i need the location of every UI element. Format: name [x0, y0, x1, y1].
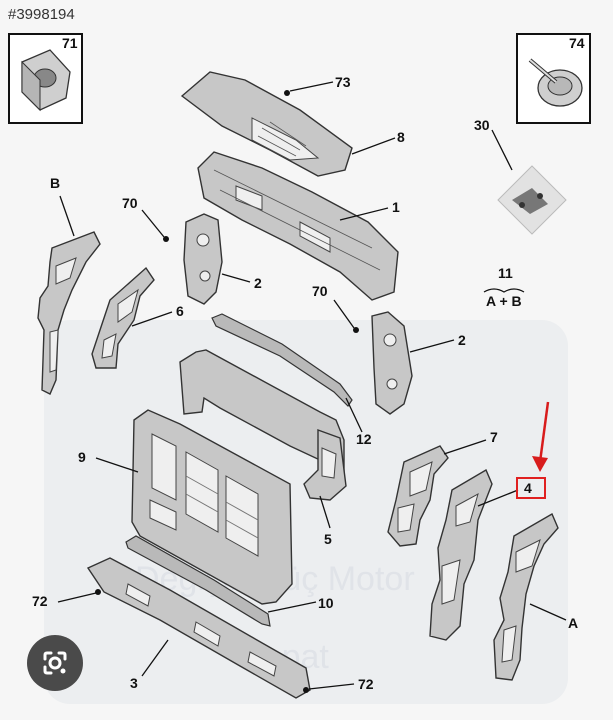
fastener-72-left: 72	[32, 589, 101, 609]
callout-11: 11	[498, 265, 513, 281]
red-pointer-arrow-icon	[532, 401, 550, 472]
callout-4-highlight-box	[516, 477, 546, 499]
callout-72-right: 72	[358, 676, 374, 692]
callout-8: 8	[397, 129, 405, 145]
fastener-73: 73	[284, 74, 351, 96]
callout-9: 9	[78, 449, 86, 465]
part-10-lower-seal: 10	[125, 535, 334, 627]
kit-30-fasteners: 30	[474, 117, 567, 235]
part-A-right-bracket: A	[493, 512, 578, 681]
part-9-radiator-frame: 9	[78, 349, 345, 605]
google-lens-icon	[43, 651, 67, 675]
part-6-left-deflector: 6	[91, 266, 184, 369]
callout-B: B	[50, 175, 60, 191]
callout-2-right: 2	[458, 332, 466, 348]
callout-12: 12	[356, 431, 372, 447]
callout-70-left: 70	[122, 195, 138, 211]
callout-72-left: 72	[32, 593, 48, 609]
fastener-70-left	[163, 236, 169, 242]
part-71-inset: 71	[8, 33, 83, 124]
part-74-inset: 74	[516, 33, 591, 124]
part-code: #3998194	[8, 6, 75, 23]
callout-74: 74	[569, 35, 585, 51]
part-5-side-bracket: 5	[303, 429, 347, 547]
fastener-70-right	[353, 327, 359, 333]
part-4-air-deflector: 4	[429, 468, 546, 641]
callout-30: 30	[474, 117, 490, 133]
callout-1: 1	[392, 199, 400, 215]
callout-7: 7	[490, 429, 498, 445]
callout-71: 71	[62, 35, 78, 51]
callout-A: A	[568, 615, 578, 631]
callout-4: 4	[524, 480, 532, 496]
fastener-72-right: 72	[303, 676, 374, 693]
callout-70-right: 70	[312, 283, 328, 299]
part-2-right-side-support: 2	[371, 311, 466, 415]
callout-5: 5	[324, 531, 332, 547]
callout-2-left: 2	[254, 275, 262, 291]
image-search-button[interactable]	[27, 635, 83, 691]
part-B-left-bracket: B	[37, 175, 101, 395]
brace-11	[483, 288, 525, 293]
part-2-left-side-support: 2	[183, 213, 262, 305]
part-8-upper-shroud	[180, 71, 353, 177]
callout-73: 73	[335, 74, 351, 90]
part-7-right-deflector: 7	[387, 429, 498, 547]
part-1-cross-member: 1	[197, 151, 400, 301]
callout-3: 3	[130, 675, 138, 691]
part-12-upper-seal: 12	[211, 313, 372, 447]
callout-11-sub: A + B	[486, 293, 522, 309]
callout-6: 6	[176, 303, 184, 319]
callout-10: 10	[318, 595, 334, 611]
part-3-lower-beam: 3	[86, 557, 311, 699]
